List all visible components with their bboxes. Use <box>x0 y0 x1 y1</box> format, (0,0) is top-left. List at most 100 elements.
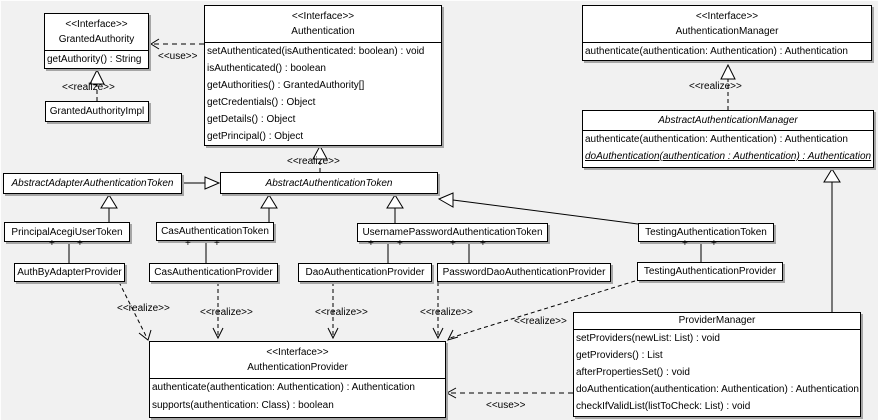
class-name: Authentication <box>291 26 355 37</box>
class-name: CasAuthenticationProvider <box>154 267 273 278</box>
class-header: <<Interface>> Authentication <box>205 6 441 42</box>
method: afterPropertiesSet() : void <box>576 367 690 378</box>
method: authenticate(authentication: Authenticat… <box>152 382 415 393</box>
method: checkIfValidList(listToCheck: List) : vo… <box>576 401 751 412</box>
method: authenticate(authentication: Authenticat… <box>585 46 848 57</box>
method: isAuthenticated() : boolean <box>207 63 326 74</box>
class-box-authentication[interactable]: <<Interface>> Authentication setAuthenti… <box>204 5 442 146</box>
methods-compartment: authenticate(authentication: Authenticat… <box>583 42 871 60</box>
class-name: PrincipalAcegiUserToken <box>11 226 123 238</box>
method: getDetails() : Object <box>207 114 296 125</box>
class-box-username-password-authentication-token[interactable]: UsernamePasswordAuthenticationToken <box>357 223 548 242</box>
method: setAuthenticated(isAuthenticated: boolea… <box>207 46 425 57</box>
association-end-visibility: + <box>185 238 191 249</box>
methods-compartment: setProviders(newList: List) : void getPr… <box>574 329 860 415</box>
class-box-authentication-provider[interactable]: <<Interface>> AuthenticationProvider aut… <box>149 341 446 418</box>
generalization-edge-principal <box>100 194 118 222</box>
class-name: GrantedAuthority <box>58 34 135 45</box>
class-box-abstract-adapter-authentication-token[interactable]: AbstractAdapterAuthenticationToken <box>3 173 182 194</box>
method: getProviders() : List <box>576 350 663 361</box>
class-box-granted-authority-impl[interactable]: GrantedAuthorityImpl <box>45 101 149 122</box>
realize-edge-testingprovider <box>447 280 636 341</box>
class-box-authentication-manager[interactable]: <<Interface>> AuthenticationManager auth… <box>582 5 872 61</box>
association-end-visibility: + <box>480 238 486 249</box>
realize-edge-casprovider <box>212 282 224 340</box>
method-abstract: doAuthentication(authentication : Authen… <box>585 151 872 162</box>
class-box-cas-authentication-token[interactable]: CasAuthenticationToken <box>156 222 274 241</box>
method: getAuthority() : String <box>47 54 142 65</box>
use-edge-providermanager <box>445 387 573 399</box>
class-box-provider-manager[interactable]: ProviderManager setProviders(newList: Li… <box>573 312 861 417</box>
class-box-dao-authentication-provider[interactable]: DaoAuthenticationProvider <box>298 263 432 282</box>
use-stereotype-label: <<use>> <box>158 51 198 62</box>
class-box-password-dao-authentication-provider[interactable]: PasswordDaoAuthenticationProvider <box>437 263 611 282</box>
class-box-testing-authentication-token[interactable]: TestingAuthenticationToken <box>638 223 774 242</box>
association-end-visibility: + <box>214 238 220 249</box>
method: getPrincipal() : Object <box>207 131 304 142</box>
generalization-edge-cas-token <box>260 194 278 222</box>
method: getAuthorities() : GrantedAuthority[] <box>207 80 365 91</box>
generalization-edge-adapter-token <box>182 176 221 190</box>
class-header: <<Interface>> AuthenticationProvider <box>150 342 445 378</box>
realize-edge-authbyadapter <box>118 281 152 341</box>
class-name: ProviderManager <box>678 315 756 326</box>
realize-edge-grantedauthorityimpl <box>89 68 105 101</box>
methods-compartment: authenticate(authentication: Authenticat… <box>150 378 445 415</box>
association-end-visibility: + <box>49 238 55 249</box>
class-header: <<Interface>> GrantedAuthority <box>45 14 148 50</box>
class-box-cas-authentication-provider[interactable]: CasAuthenticationProvider <box>149 263 278 282</box>
class-name: TestingAuthenticationProvider <box>643 266 777 277</box>
generalization-edge-testing-token <box>437 192 639 225</box>
association-end-visibility: + <box>368 238 374 249</box>
class-name: UsernamePasswordAuthenticationToken <box>362 227 543 238</box>
method: doAuthentication(authentication: Authent… <box>576 384 859 395</box>
association-end-visibility: + <box>450 238 456 249</box>
method: authenticate(authentication: Authenticat… <box>585 134 848 145</box>
class-box-abstract-authentication-token[interactable]: AbstractAuthenticationToken <box>220 172 438 194</box>
realize-edge-daoprovider <box>327 282 339 340</box>
realize-stereotype-label: <<realize>> <box>287 156 340 167</box>
class-box-auth-by-adapter-provider[interactable]: AuthByAdapterProvider <box>14 263 125 282</box>
use-stereotype-label: <<use>> <box>486 400 526 411</box>
class-stereotype: <<Interface>> <box>266 347 329 358</box>
class-box-granted-authority[interactable]: <<Interface>> GrantedAuthority getAuthor… <box>44 13 149 69</box>
realize-stereotype-label: <<realize>> <box>117 303 170 314</box>
generalization-edge-usernamepassword <box>386 194 404 223</box>
generalization-edge-providermanager <box>823 168 841 312</box>
class-name: CasAuthenticationToken <box>161 226 269 237</box>
association-end-visibility: + <box>711 238 717 249</box>
method: supports(authentication: Class) : boolea… <box>152 400 334 411</box>
class-name: PasswordDaoAuthenticationProvider <box>442 267 606 278</box>
class-name: DaoAuthenticationProvider <box>305 267 425 278</box>
class-box-abstract-authentication-manager[interactable]: AbstractAuthenticationManager authentica… <box>582 110 874 168</box>
class-box-principal-acegi-user-token[interactable]: PrincipalAcegiUserToken <box>4 222 130 242</box>
methods-compartment: setAuthenticated(isAuthenticated: boolea… <box>205 42 441 145</box>
class-name: AuthenticationProvider <box>247 362 348 373</box>
class-name: AbstractAuthenticationManager <box>658 115 798 126</box>
class-name: GrantedAuthorityImpl <box>49 106 145 117</box>
realize-stereotype-label: <<realize>> <box>689 81 742 92</box>
realize-stereotype-label: <<realize>> <box>514 316 567 327</box>
methods-compartment: getAuthority() : String <box>45 50 148 68</box>
association-end-visibility: + <box>682 238 688 249</box>
realize-stereotype-label: <<realize>> <box>62 82 115 93</box>
realize-edge-abstractmanager-manager <box>720 63 736 110</box>
methods-compartment: authenticate(authentication: Authenticat… <box>583 130 873 165</box>
realize-edge-abstracttoken-authentication <box>312 144 328 172</box>
association-end-visibility: + <box>397 238 403 249</box>
class-header: <<Interface>> AuthenticationManager <box>583 6 871 42</box>
class-box-testing-authentication-provider[interactable]: TestingAuthenticationProvider <box>637 262 783 281</box>
realize-edge-passworddao <box>432 282 444 340</box>
method: getCredentials() : Object <box>207 97 316 108</box>
use-edge-authentication-grantedauthority <box>150 38 204 50</box>
realize-stereotype-label: <<realize>> <box>315 307 368 318</box>
realize-stereotype-label: <<realize>> <box>200 307 253 318</box>
class-stereotype: <<Interface>> <box>65 19 128 30</box>
class-stereotype: <<Interface>> <box>291 11 355 22</box>
class-name: AbstractAdapterAuthenticationToken <box>11 178 174 189</box>
class-name: TestingAuthenticationToken <box>645 227 767 238</box>
class-name: AuthenticationManager <box>675 26 779 37</box>
class-name: AbstractAuthenticationToken <box>265 177 393 189</box>
